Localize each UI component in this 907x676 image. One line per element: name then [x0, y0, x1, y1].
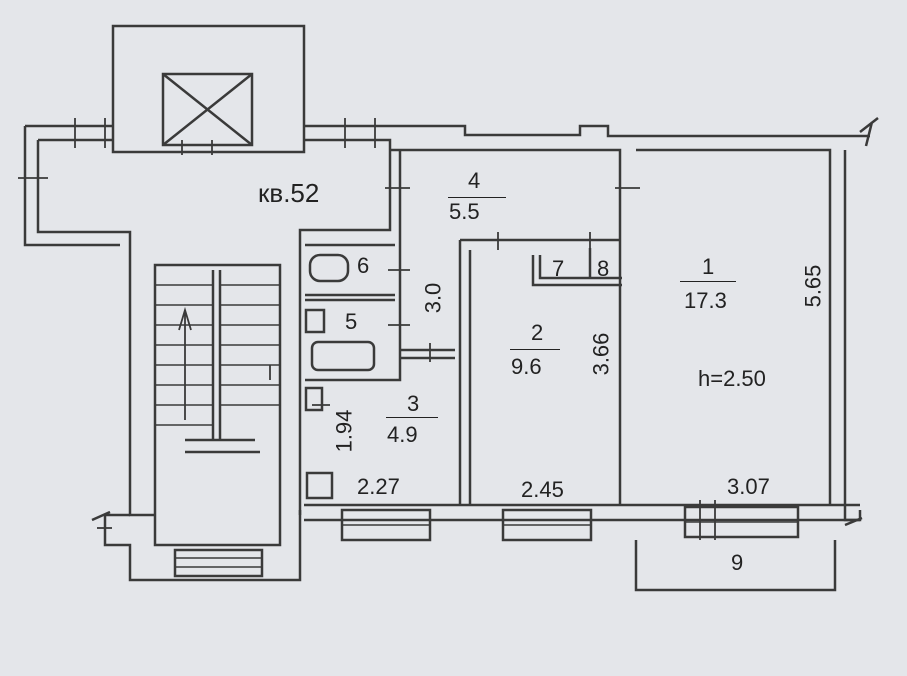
elevator-cabin — [161, 72, 254, 147]
toilet — [308, 253, 350, 283]
room-5-number: 5 — [345, 309, 358, 334]
bathtub — [310, 340, 376, 372]
room-8-number: 8 — [597, 256, 610, 281]
room-4-number: 4 — [468, 168, 481, 193]
room-1-length-dimension: 5.65 — [800, 264, 826, 308]
apartment-outline — [390, 148, 862, 522]
kitchen-sink — [304, 386, 324, 412]
room-3-divider — [386, 400, 438, 418]
room-4-divider — [448, 180, 506, 198]
room-1-number: 1 — [702, 254, 715, 279]
room-2-area: 9.6 — [511, 354, 542, 379]
kitchen-width-dimension: 2.27 — [357, 474, 400, 499]
room-9-number: 9 — [731, 550, 744, 575]
room-2-width-dimension: 2.45 — [521, 477, 564, 502]
landing-outline — [25, 124, 870, 138]
room-3-area: 4.9 — [387, 422, 418, 447]
room-2-length-dimension: 3.66 — [588, 332, 614, 376]
room-6-number: 6 — [357, 253, 370, 278]
ceiling-height-label: h=2.50 — [698, 366, 766, 391]
room-4-area: 5.5 — [449, 199, 480, 224]
room-2-divider — [510, 332, 560, 350]
room-2-number: 2 — [531, 320, 544, 345]
room-3-number: 3 — [407, 391, 420, 416]
kitchen-length-dimension: 1.94 — [331, 409, 357, 453]
room-1-width-dimension: 3.07 — [727, 474, 770, 499]
stove — [305, 471, 334, 500]
elevator-shaft — [111, 24, 306, 154]
sink — [304, 308, 326, 334]
balcony — [634, 540, 837, 592]
room-1-divider — [680, 264, 736, 282]
apartment-label: кв.52 — [258, 178, 320, 208]
room-1-area: 17.3 — [684, 288, 727, 313]
stair-arrow — [178, 306, 192, 420]
hall-width-dimension: 3.0 — [420, 282, 446, 314]
room-7-number: 7 — [552, 256, 565, 281]
